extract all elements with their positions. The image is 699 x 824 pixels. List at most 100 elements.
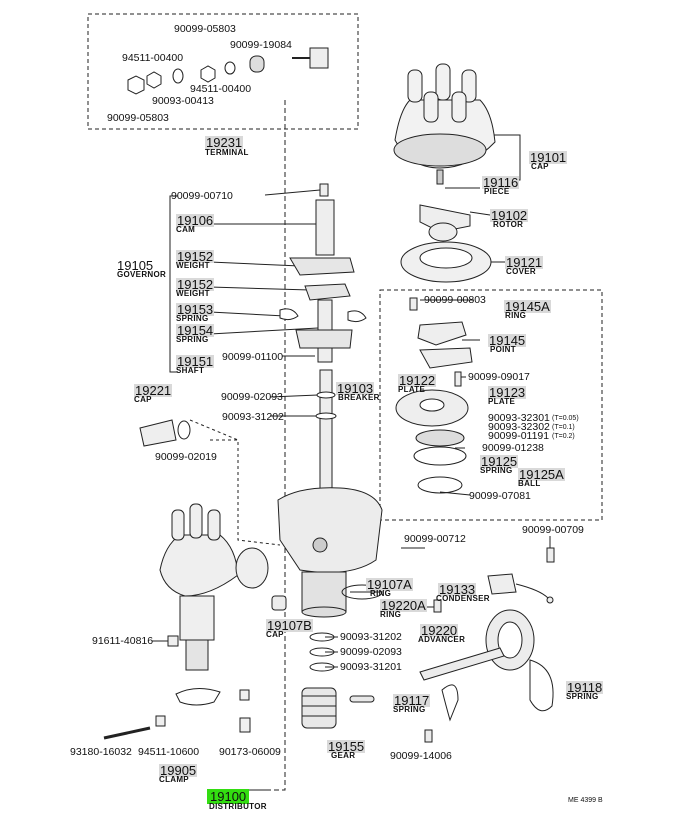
callout-19152-b: 19152: [176, 277, 215, 292]
label-ring-19220A: RING: [380, 610, 402, 619]
callout-19220A: 19220A: [380, 598, 427, 613]
callout-90099-00710: 90099-00710: [171, 190, 233, 202]
callout-90093-31202-a: 90093-31202: [222, 411, 284, 423]
callout-90099-07081: 90099-07081: [469, 490, 531, 502]
washer-stack-art: [309, 632, 335, 672]
callout-19107B: 19107B: [266, 618, 313, 633]
callout-94511-10600: 94511-10600: [138, 746, 200, 758]
insulator: [249, 55, 265, 73]
callout-90099-02093-a: 90099-02093: [221, 391, 283, 403]
label-condenser: CONDENSER: [436, 594, 490, 603]
governor-bracket: [169, 195, 178, 373]
gear-art: [301, 687, 375, 729]
callout-90099-00803: 90099-00803: [424, 294, 486, 306]
breaker-plate-art: [395, 297, 473, 494]
label-spring-19117: SPRING: [393, 705, 426, 714]
callout-19905: 19905: [159, 763, 198, 778]
callout-19122: 19122: [398, 373, 437, 388]
callout-90099-19084: 90099-19084: [230, 39, 292, 51]
callout-19125A: 19125A: [518, 467, 565, 482]
callout-19145: 19145: [488, 333, 527, 348]
label-plate-19123: PLATE: [488, 397, 516, 406]
label-cam: CAM: [176, 225, 196, 234]
callout-19151: 19151: [176, 354, 215, 369]
terminal-stud: [309, 47, 329, 69]
thickness-0-2: (T=0.2): [552, 433, 575, 440]
callout-90173-06009: 90173-06009: [219, 746, 281, 758]
label-cover: COVER: [506, 267, 536, 276]
label-terminal: TERMINAL: [205, 148, 249, 157]
assembled-distributor-art: [103, 503, 269, 740]
distributor-leader: [270, 100, 286, 791]
callout-90099-02093-b: 90099-02093: [340, 646, 402, 658]
callout-90099-00712: 90099-00712: [404, 533, 466, 545]
callout-90093-31202-b: 90093-31202: [340, 631, 402, 643]
label-spring-19153: SPRING: [176, 314, 209, 323]
housing-art: [271, 487, 383, 618]
callout-19116: 19116: [482, 175, 520, 190]
callout-19107A: 19107A: [366, 577, 413, 592]
callout-90093-00413: 90093-00413: [152, 95, 214, 107]
callout-19145A: 19145A: [504, 299, 551, 314]
callout-19123: 19123: [488, 385, 527, 400]
callout-19153: 19153: [176, 302, 215, 317]
label-plate-19122: PLATE: [398, 385, 426, 394]
lock-washer-1: [146, 71, 162, 89]
condenser-art: [487, 547, 555, 604]
thickness-0-05: (T=0.05): [552, 415, 579, 422]
label-advancer: ADVANCER: [418, 635, 466, 644]
callout-19155: 19155: [327, 739, 366, 754]
callout-90093-32301: 90093-32301: [488, 412, 550, 424]
label-cap-19107B: CAP: [266, 630, 284, 639]
label-cap-19221: CAP: [134, 395, 152, 404]
callout-90099-05803-top: 90099-05803: [174, 23, 236, 35]
callout-94511-00400-b: 94511-00400: [190, 83, 252, 95]
label-breaker: BREAKER: [338, 393, 380, 402]
hex-nut-1: [127, 75, 145, 95]
label-spring-19125: SPRING: [480, 466, 513, 475]
label-piece: PIECE: [484, 187, 510, 196]
label-point: POINT: [490, 345, 516, 354]
callout-90099-14006: 90099-14006: [390, 750, 452, 762]
callout-19154: 19154: [176, 323, 215, 338]
callout-19100-distributor: 19100: [207, 789, 250, 804]
breaker-group-box: [379, 289, 603, 521]
label-rotor: ROTOR: [493, 220, 524, 229]
label-ring-19145A: RING: [505, 311, 527, 320]
callout-90093-31201: 90093-31201: [340, 661, 402, 673]
label-weight-b: WEIGHT: [176, 289, 210, 298]
callout-19152-a: 19152: [176, 249, 215, 264]
callout-91611-40816: 91611-40816: [92, 635, 154, 647]
callout-90099-05803-bot: 90099-05803: [107, 112, 169, 124]
callout-90099-01238: 90099-01238: [482, 442, 544, 454]
rotor-art: [419, 204, 471, 242]
terminal-group-box: [87, 13, 359, 130]
callout-90099-00709: 90099-00709: [522, 524, 584, 536]
reference-code: ME 4399 B: [568, 797, 603, 804]
callout-90093-32302: 90093-32302: [488, 421, 550, 433]
label-weight-a: WEIGHT: [176, 261, 210, 270]
callout-19125: 19125: [480, 454, 519, 469]
washer-2: [224, 61, 236, 75]
callout-90099-02019: 90099-02019: [155, 451, 217, 463]
label-distributor: DISTRIBUTOR: [209, 802, 267, 811]
distributor-cap-art: [393, 63, 496, 185]
label-shaft: SHAFT: [176, 366, 205, 375]
cap-19221-art: [139, 419, 191, 447]
callout-94511-00400-a: 94511-00400: [122, 52, 184, 64]
label-clamp: CLAMP: [159, 775, 189, 784]
callout-19101: 19101: [529, 150, 568, 165]
shaft-assembly-art: [279, 183, 367, 519]
label-ring-19107A: RING: [370, 589, 392, 598]
callout-19221: 19221: [134, 383, 173, 398]
callout-93180-16032: 93180-16032: [70, 746, 132, 758]
callout-19220: 19220: [420, 623, 459, 638]
callout-19102: 19102: [490, 208, 529, 223]
callout-19105: 19105: [117, 258, 154, 273]
label-gear: GEAR: [331, 751, 356, 760]
callout-90099-01191: 90099-01191: [488, 430, 550, 442]
label-governor: GOVERNOR: [117, 270, 167, 279]
label-spring-19118: SPRING: [566, 692, 599, 701]
